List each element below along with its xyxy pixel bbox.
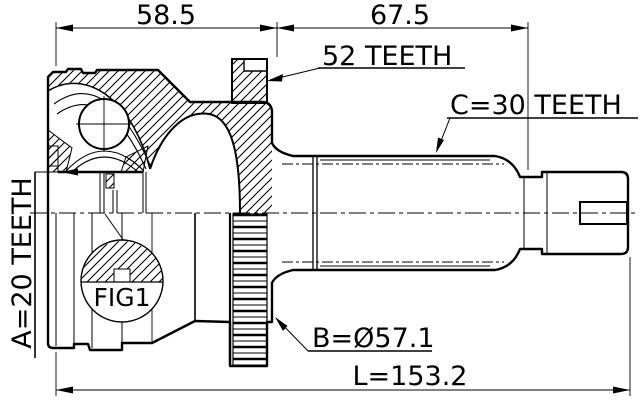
outer-race-inner-edge <box>47 82 151 170</box>
total-length-label: L=153.2 <box>353 361 468 392</box>
hub-left-hatch <box>47 145 59 173</box>
abs-ring-tooth-band <box>228 213 268 367</box>
arrow-a20 <box>62 168 78 176</box>
arrow-52-teeth <box>267 74 283 82</box>
fig1-label: FIG1 <box>93 283 150 312</box>
shaft-spline-teeth-label: C=30 TEETH <box>450 90 622 121</box>
section-hatch-areas <box>47 59 272 213</box>
hub-detail <box>48 165 147 213</box>
centerlines <box>30 163 638 263</box>
fig1-leader <box>104 213 125 242</box>
part-outline <box>46 67 630 368</box>
fig1-hatch-segment <box>81 241 163 282</box>
dim-arrows <box>56 24 630 394</box>
hub-key-hatch <box>105 173 115 189</box>
arrow-b <box>275 317 288 331</box>
dimensions <box>34 22 638 396</box>
dimension-labels: 58.5 67.5 52 TEETH C=30 TEETH B=Ø57.1 L=… <box>7 0 622 392</box>
cavity-dome-edge <box>149 112 241 214</box>
inner-spline-teeth-label: A=20 TEETH <box>7 177 38 348</box>
dim-67-5-label: 67.5 <box>370 0 430 31</box>
housing-section-hatch <box>48 69 272 213</box>
ball-bearing <box>76 96 132 152</box>
arrow-c30 <box>436 137 444 153</box>
fig1-keyway <box>113 268 131 283</box>
fig1-balloon: FIG1 <box>80 213 164 323</box>
dim-58-5-label: 58.5 <box>136 0 196 31</box>
race-groove-arc-2 <box>72 156 138 172</box>
abs-ring-section-hatch <box>232 59 267 103</box>
ring-diameter-label: B=Ø57.1 <box>312 323 435 354</box>
race-groove-arc-1 <box>65 150 145 172</box>
ring-teeth-label: 52 TEETH <box>322 41 452 72</box>
